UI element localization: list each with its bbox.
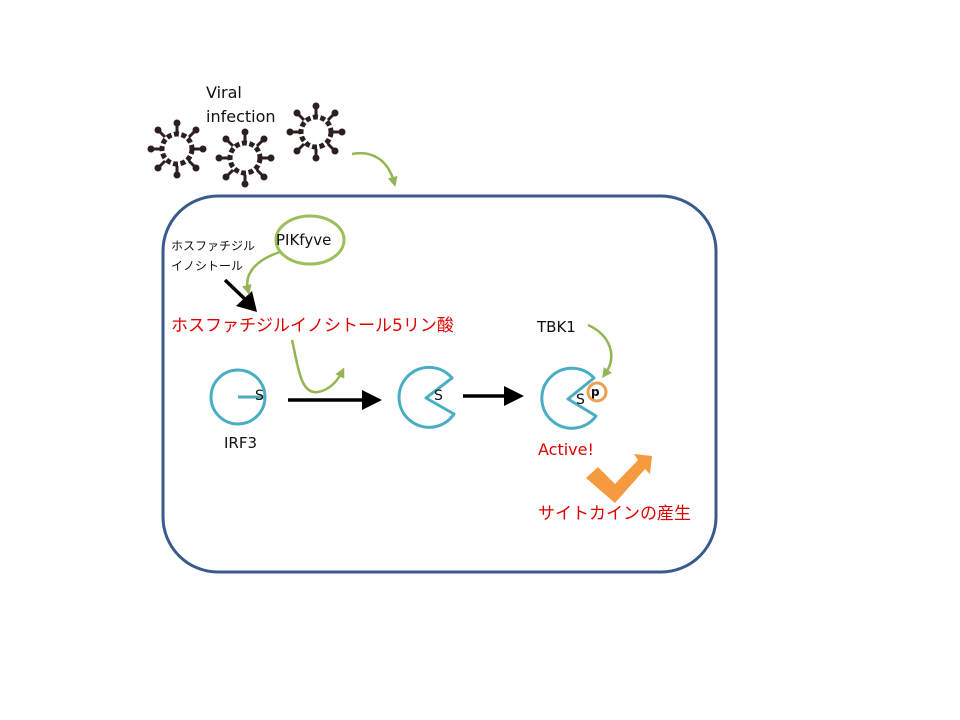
pi5p-action-arrow — [290, 339, 345, 394]
irf3-active — [540, 366, 598, 430]
phosphatidylinositol-label-line2: イノシトール — [171, 259, 243, 273]
phosphate-label: p — [591, 385, 600, 399]
irf3-label: IRF3 — [224, 434, 257, 452]
conversion-arrowhead — [236, 291, 257, 312]
irf3-inactive-s-label: S — [255, 388, 264, 404]
infection-arrow — [351, 151, 398, 187]
virus-icon — [287, 103, 346, 162]
virus-icon — [216, 129, 275, 188]
checkmark-icon — [586, 454, 652, 503]
viral-infection-label-line2: infection — [206, 107, 276, 126]
virus-icon — [148, 120, 207, 179]
tbk1-phosphorylation-arrow — [587, 323, 613, 379]
activation-arrowhead-2 — [504, 386, 524, 406]
active-label: Active! — [538, 440, 594, 459]
pikfyve-catalysis-arrow — [241, 250, 281, 295]
pikfyve-enzyme — [274, 214, 346, 266]
phosphatidylinositol-label-line1: ホスファチジル — [171, 239, 255, 253]
irf3-opened — [397, 365, 456, 429]
irf3-active-s-label: S — [576, 392, 585, 408]
viral-infection-label-line1: Viral — [206, 83, 242, 102]
irf3-opened-s-label: S — [434, 388, 443, 404]
cytokine-production-label: サイトカインの産生 — [538, 504, 691, 524]
phosphate-group — [586, 381, 608, 403]
pikfyve-label: PIKfyve — [276, 231, 331, 249]
tbk1-label: TBK1 — [536, 318, 576, 336]
conversion-arrow — [223, 278, 250, 304]
pi5p-label: ホスファチジルイノシトール5リン酸 — [171, 316, 454, 336]
activation-arrowhead-1 — [362, 390, 382, 410]
